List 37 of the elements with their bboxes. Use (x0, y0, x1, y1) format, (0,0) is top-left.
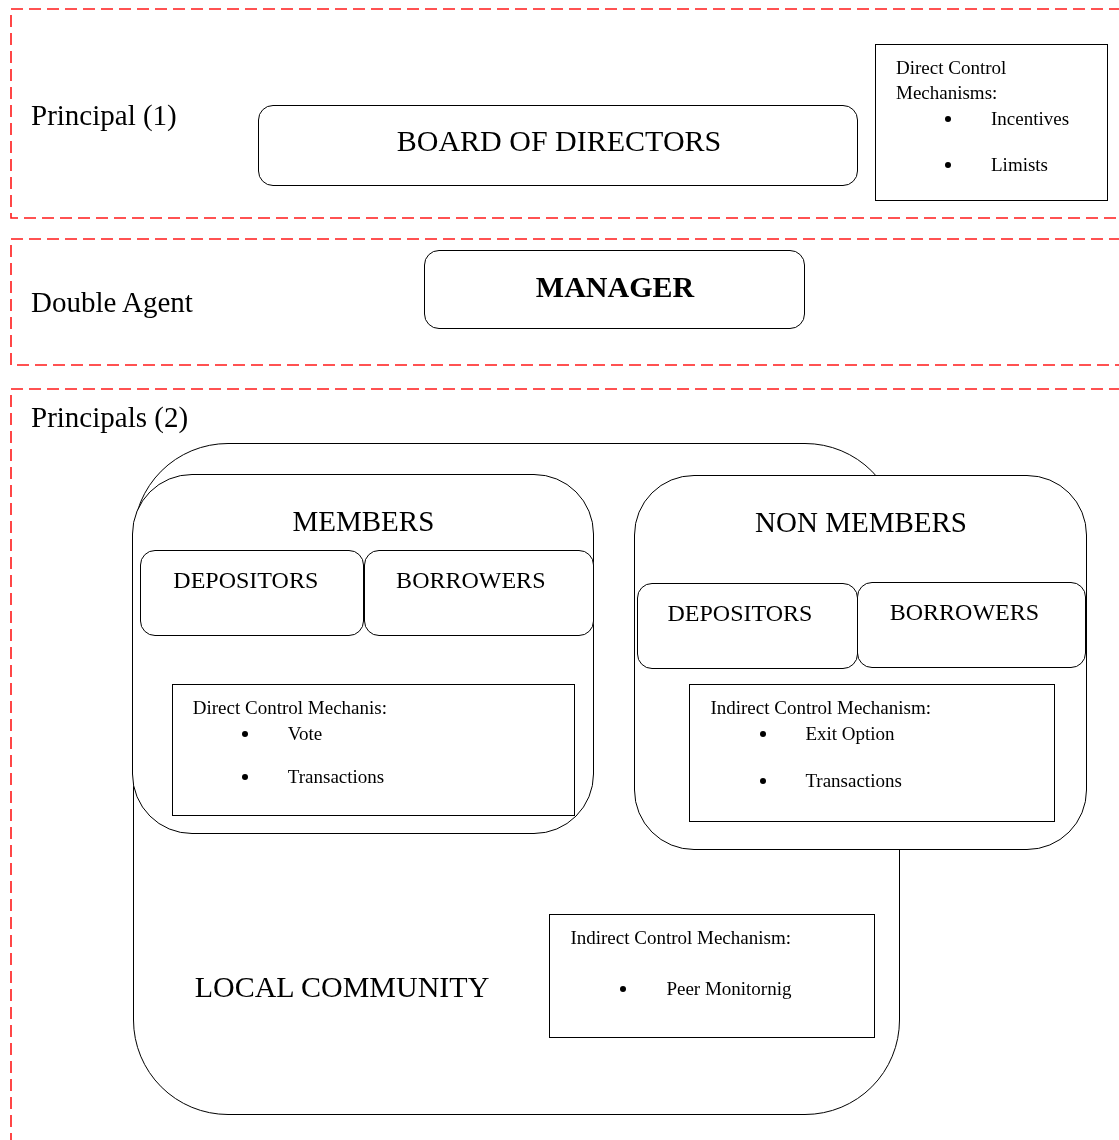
box-label: LOCAL COMMUNITY (194, 968, 490, 1005)
region-label: Principal (1) (31, 98, 177, 134)
region-label: Principals (2) (31, 400, 189, 436)
list-heading: Indirect Control Mechanism: (570, 926, 791, 951)
box-label: MANAGER (535, 268, 695, 305)
rounded-box (363, 549, 594, 636)
rectangle-box (549, 914, 876, 1039)
box-label: MEMBERS (292, 504, 435, 540)
box-label: NON MEMBERS (755, 505, 967, 541)
list-item: Exit Option (805, 722, 895, 747)
box-label: BORROWERS (396, 566, 546, 596)
list-heading: Indirect Control Mechanism: (710, 696, 931, 721)
rectangle-box (171, 683, 575, 816)
list-item: Peer Monitornig (666, 977, 792, 1002)
rounded-box (424, 250, 805, 329)
rounded-box (139, 549, 364, 636)
rectangle-box (875, 44, 1108, 201)
region-label: Double Agent (31, 285, 193, 321)
box-label: BORROWERS (889, 598, 1040, 628)
list-item: Transactions (287, 764, 385, 789)
list-heading: Direct Control Mechanis: (192, 695, 387, 720)
rounded-box (637, 583, 858, 669)
dashed-region (10, 388, 1119, 1140)
list-item: Transactions (805, 769, 902, 794)
list-item: Limists (991, 152, 1048, 177)
rounded-box (857, 582, 1087, 669)
dashed-region (10, 8, 1119, 219)
list-item: Incentives (991, 106, 1070, 131)
rounded-box (258, 105, 858, 186)
box-label: DEPOSITORS (667, 599, 813, 629)
list-heading: Direct Control Mechanisms: (896, 56, 1008, 105)
box-label: BOARD OF DIRECTORS (396, 122, 722, 159)
rounded-box (132, 474, 595, 835)
dashed-region (10, 238, 1119, 366)
list-item: Vote (287, 721, 323, 746)
rectangle-box (689, 684, 1056, 823)
box-label: DEPOSITORS (173, 566, 319, 596)
